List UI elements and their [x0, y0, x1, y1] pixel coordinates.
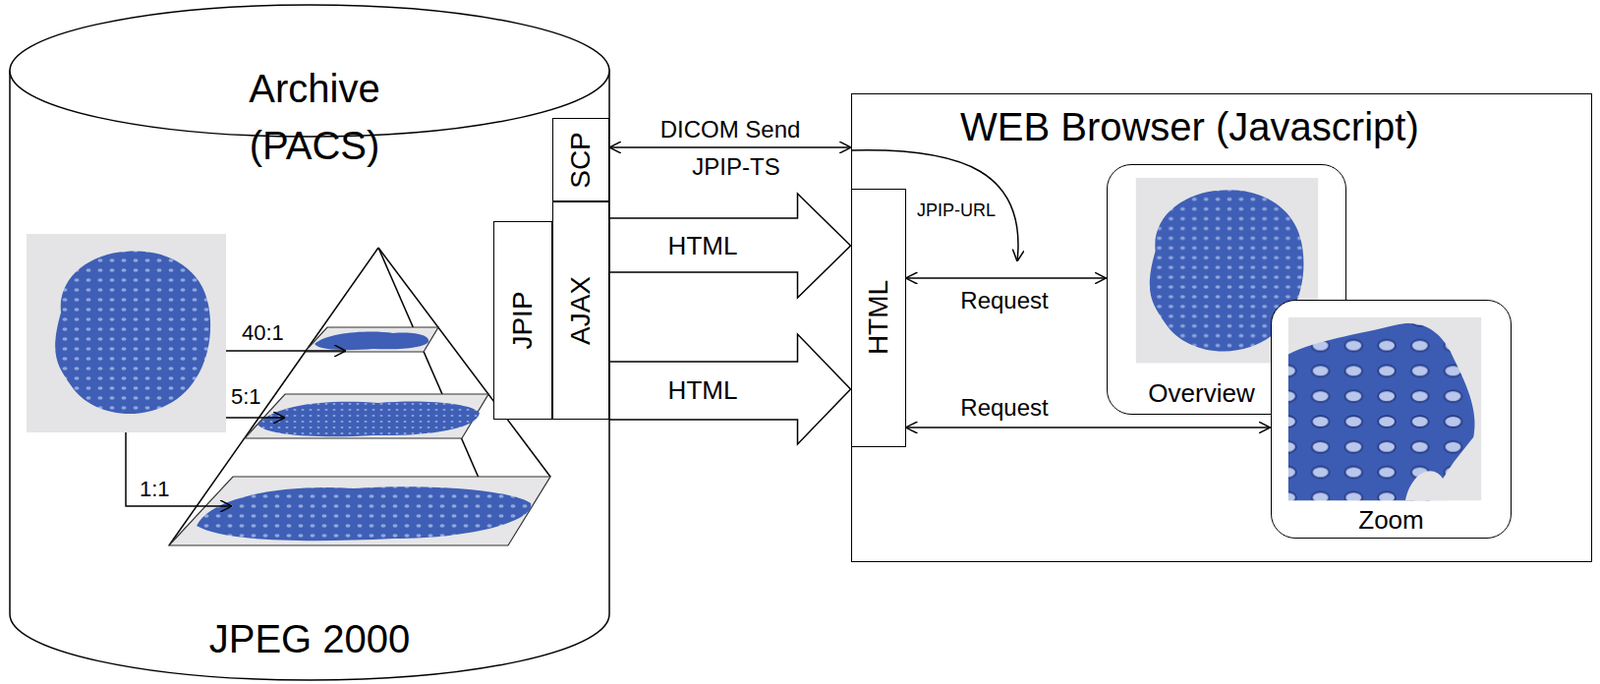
zoom-image: [1271, 300, 1511, 538]
block-arrow-shape: [609, 334, 852, 445]
archive-title: Archive (PACS): [201, 59, 428, 174]
ratio-label: 1:1: [137, 477, 172, 502]
service-label: SCP: [567, 131, 595, 189]
pyramid-layer: [244, 394, 489, 439]
tissue-sample: [314, 332, 429, 351]
edge-label: Request: [958, 287, 1050, 314]
format-label: JPEG 2000: [162, 616, 458, 662]
protocol-label: AJAX: [567, 276, 595, 345]
connector-line: [609, 146, 852, 149]
double-arrow: [906, 278, 1107, 280]
edge-label: Request: [958, 395, 1050, 421]
archive-cylinder: Archive (PACS) JPEG 2000 SCP JPIP AJAX: [9, 4, 610, 682]
double-arrow: [906, 427, 1271, 429]
tissue-detail: [1287, 322, 1475, 500]
url-label: JPIP-URL: [914, 201, 998, 221]
edge-label: HTML: [666, 376, 741, 404]
scale-arrow: [125, 432, 232, 507]
image-ground: [1287, 316, 1481, 500]
scale-arrow: [226, 416, 286, 419]
service-box: SCP: [552, 117, 610, 202]
panel-label: Zoom: [1358, 505, 1424, 535]
edge-label: HTML: [666, 231, 741, 260]
block-arrow: [609, 193, 852, 298]
tissue-sample: [257, 400, 480, 437]
tissue-sample: [55, 250, 211, 414]
connector-line: [906, 277, 1107, 280]
html-box: HTML: [851, 188, 907, 448]
ratio-label: 40:1: [239, 321, 286, 345]
double-arrow: [609, 147, 852, 149]
connector-line: [906, 426, 1271, 429]
scale-arrow: [226, 349, 346, 352]
edge-label: DICOM Send: [658, 116, 803, 143]
pyramid-layer: [304, 327, 439, 352]
transfer-syntax-label: JPIP-TS: [689, 154, 782, 180]
block-arrow-shape: [609, 193, 852, 298]
tissue-gap: [1404, 470, 1448, 501]
slide-thumbnail: [26, 233, 227, 433]
browser-frame: WEB Browser (Javascript) HTML Overview Zo…: [851, 93, 1593, 563]
tissue-sample: [196, 486, 531, 541]
protocol-box: AJAX: [552, 201, 610, 420]
panel-label: Overview: [1147, 378, 1255, 408]
pyramid-layer: [169, 476, 551, 546]
block-arrow: [609, 334, 852, 445]
protocol-label: JPIP: [509, 290, 537, 349]
html-label: HTML: [864, 280, 893, 355]
ratio-label: 5:1: [228, 385, 264, 409]
browser-title: WEB Browser (Javascript): [960, 104, 1420, 150]
protocol-box: JPIP: [493, 221, 553, 420]
viewer-panel: Zoom: [1270, 299, 1512, 539]
